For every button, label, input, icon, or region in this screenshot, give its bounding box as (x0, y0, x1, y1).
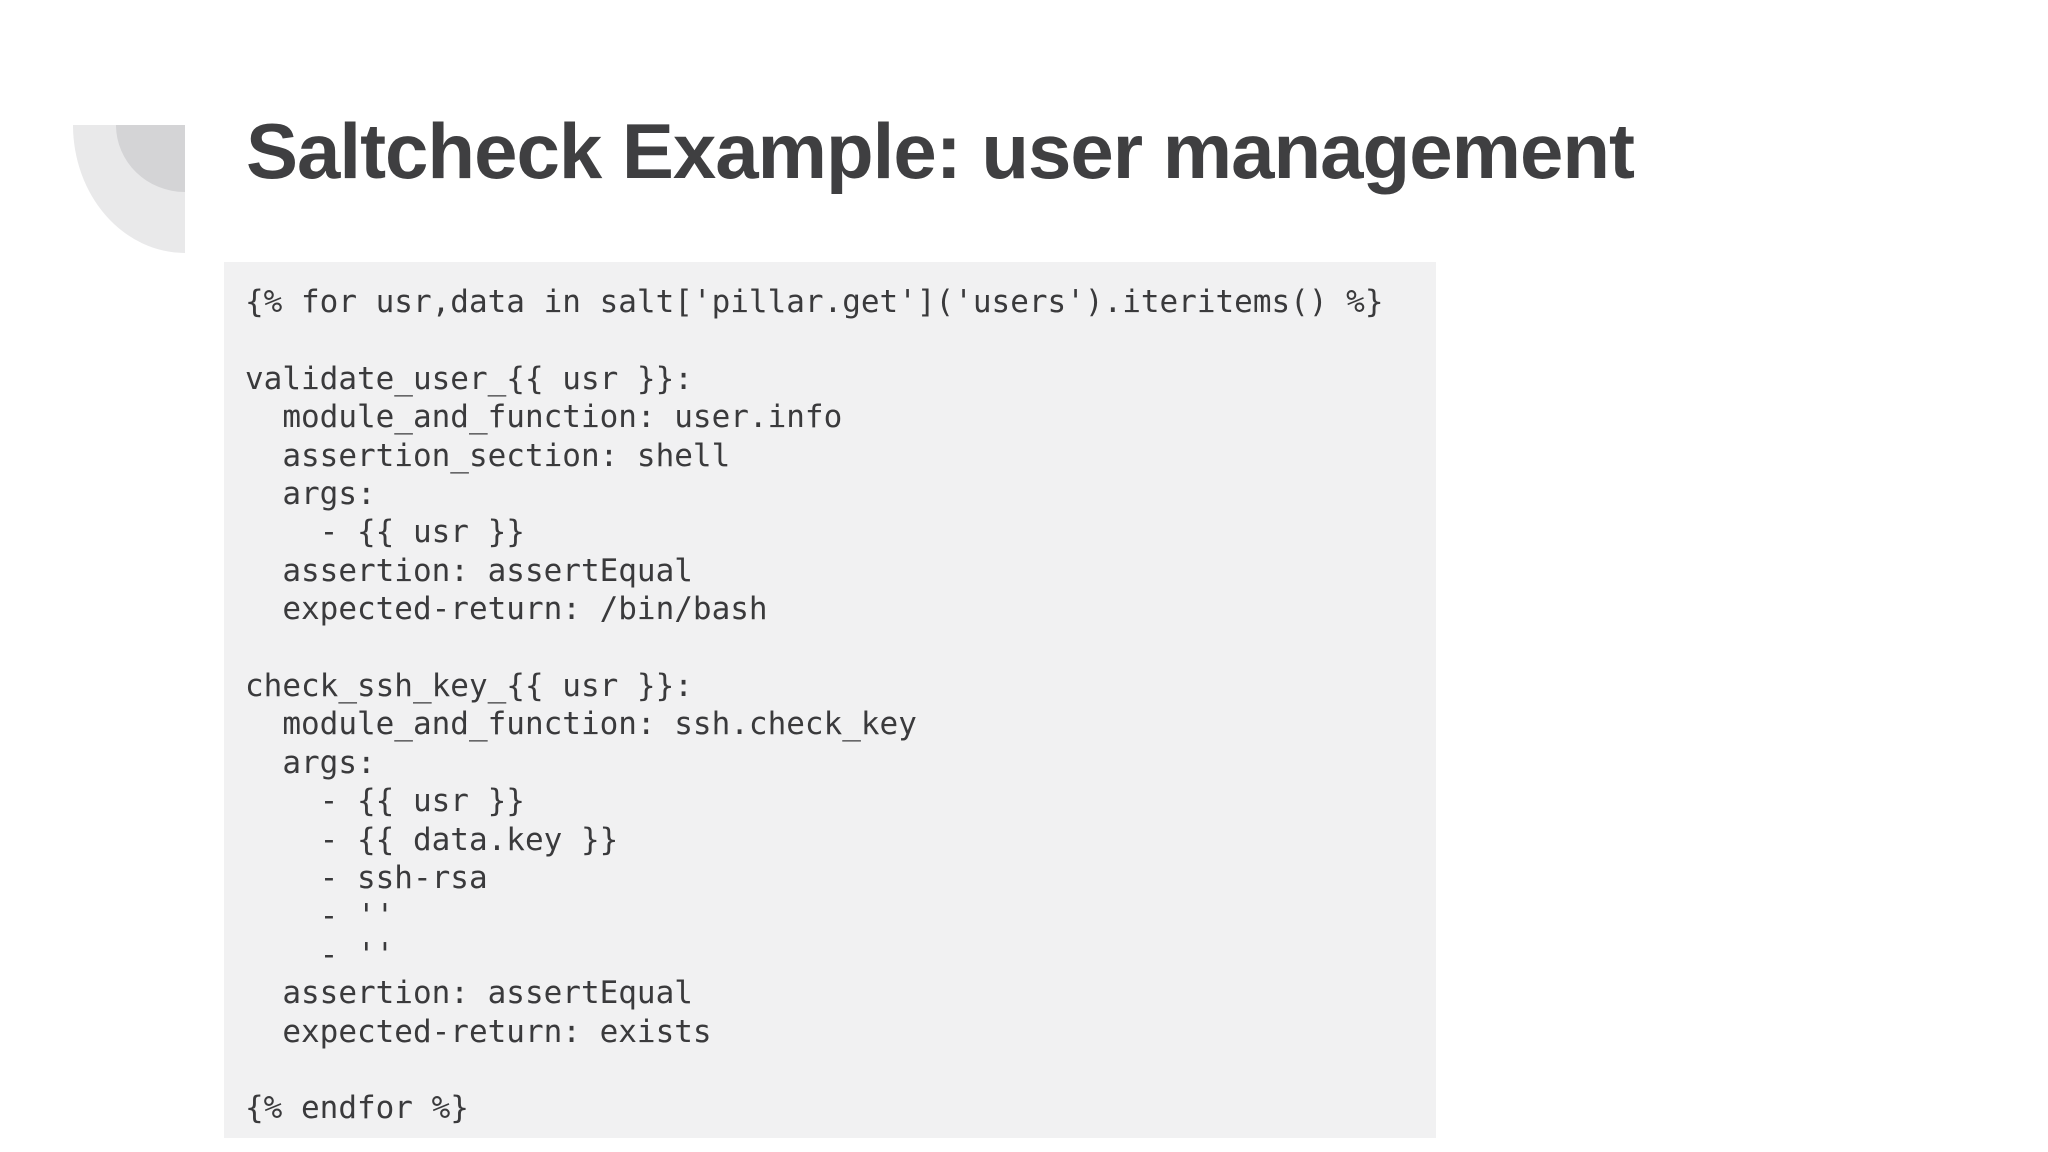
slide-title: Saltcheck Example: user management (246, 107, 1635, 195)
code-line: - {{ data.key }} (245, 821, 619, 858)
code-line: expected-return: exists (245, 1013, 712, 1050)
code-line: module_and_function: ssh.check_key (245, 706, 917, 743)
code-line: validate_user_{{ usr }}: (245, 360, 693, 397)
code-line: - {{ usr }} (245, 514, 525, 551)
code-line: expected-return: /bin/bash (245, 591, 768, 628)
code-line (245, 629, 1416, 667)
code-line: assertion: assertEqual (245, 975, 693, 1012)
code-line (245, 321, 1416, 359)
code-line: check_ssh_key_{{ usr }}: (245, 668, 693, 705)
code-line: assertion: assertEqual (245, 552, 693, 589)
code-line: module_and_function: user.info (245, 399, 843, 436)
code-line: assertion_section: shell (245, 437, 731, 474)
code-line: - '' (245, 898, 395, 935)
code-line: args: (245, 476, 376, 513)
code-line: - {{ usr }} (245, 783, 525, 820)
code-line: {% endfor %} (245, 1090, 469, 1127)
code-line: {% for usr,data in salt['pillar.get']('u… (245, 284, 1384, 320)
code-line: - '' (245, 936, 395, 973)
code-line: - ssh-rsa (245, 860, 488, 897)
code-line: args: (245, 744, 376, 781)
code-line (245, 1051, 1416, 1089)
code-block: {% for usr,data in salt['pillar.get']('u… (224, 262, 1436, 1138)
